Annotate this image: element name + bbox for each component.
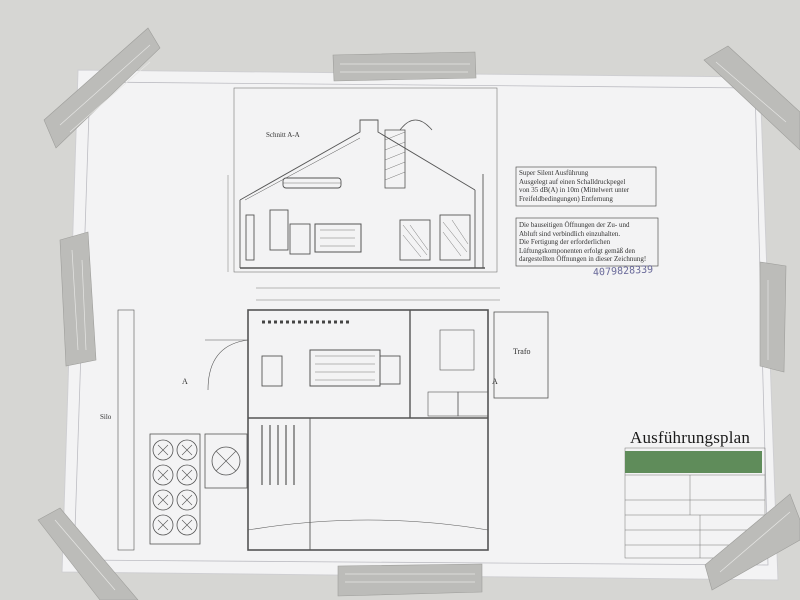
note-line: Super Silent Ausführung: [519, 169, 589, 177]
note-box-openings: [515, 217, 659, 267]
paper-sheet: [61, 69, 779, 581]
note-super-silent: Super Silent Ausführung Ausgelegt auf ei…: [519, 169, 629, 203]
cooling-units: [149, 433, 248, 545]
tape-strips: [37, 27, 800, 600]
note-line: Die Fertigung der erforderlichen: [519, 238, 611, 246]
plan-title: Ausführungsplan: [630, 428, 751, 447]
tape-right: [759, 261, 787, 373]
note-line: von 35 dB(A) in 10m (Mittelwert unter: [519, 186, 630, 194]
silo-label: Silo: [100, 413, 112, 421]
note-line: Die bauseitigen Öffnungen der Zu- und: [519, 221, 630, 229]
drawing-frame: [73, 81, 769, 566]
section-title: Schnitt A-A: [266, 131, 300, 139]
trafo-label: Trafo: [513, 347, 531, 356]
title-block: [624, 447, 766, 559]
company-logo-bar: [625, 451, 762, 473]
tape-bottom-right: [704, 493, 800, 591]
section-a-a: [227, 87, 498, 273]
note-line: Abluft sind verbindlich einzuhalten.: [519, 229, 621, 238]
floor-plan: [117, 287, 549, 551]
tape-top-center: [332, 51, 477, 82]
note-line: dargestellten Öffnungen in dieser Zeichn…: [519, 255, 647, 263]
tape-left: [59, 231, 97, 367]
tape-bottom-left: [37, 507, 139, 600]
note-line: Ausgelegt auf einen Schalldruckpegel: [519, 177, 626, 186]
note-openings: Die bauseitigen Öffnungen der Zu- und Ab…: [519, 221, 646, 264]
note-box-silent: [515, 166, 657, 207]
note-line: Freifeldbedingungen) Entfernung: [519, 194, 613, 203]
section-marker-left: A: [182, 377, 188, 386]
section-marker-right: A: [492, 377, 498, 386]
tape-bottom-center: [337, 563, 483, 597]
note-line: Lüftungskomponenten erfolgt gemäß den: [519, 246, 636, 255]
